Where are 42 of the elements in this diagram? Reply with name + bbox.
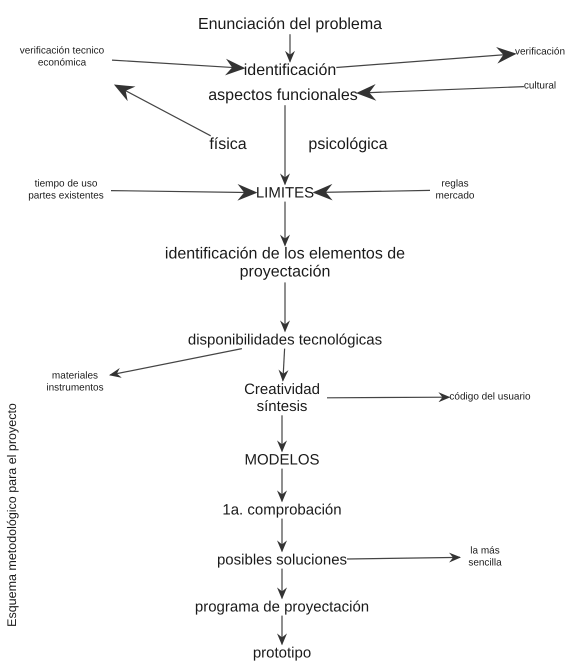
arrow [112, 58, 246, 76]
arrow [285, 34, 295, 63]
note-label: código del usuario [449, 391, 531, 403]
caption: Esquema metodológico para el proyecto [5, 403, 19, 627]
step-label: identificación [244, 62, 336, 80]
note-label: tiempo de uso partes existentes [27, 178, 105, 202]
step-label: disponibilidades tecnológicas [188, 331, 382, 349]
step-label: prototipo [252, 644, 312, 662]
note-label: cultural [524, 80, 556, 92]
step-label: LIMITES [256, 184, 314, 202]
arrow [347, 552, 461, 563]
note-label: verificación tecnico económica [18, 46, 106, 68]
arrow [114, 84, 211, 136]
step-label: Creatividad síntesis [243, 380, 321, 416]
note-label: reglas mercado [434, 178, 476, 202]
step-label: identificación de los elementos de proyectación [164, 246, 406, 282]
step-label: Enunciación del problema [198, 16, 382, 34]
arrow [312, 184, 430, 200]
arrow [111, 184, 258, 201]
arrow [280, 282, 290, 332]
arrow [277, 568, 287, 600]
arrow [280, 202, 290, 247]
arrow [277, 468, 287, 502]
step-label: posibles soluciones [216, 551, 348, 569]
step-label: MODELOS [244, 451, 320, 469]
arrow [327, 392, 450, 402]
step-label: 1a. comprobación [222, 501, 342, 519]
arrow [278, 348, 288, 382]
arrow [277, 616, 287, 646]
arrow [280, 105, 290, 186]
arrow [109, 348, 242, 378]
arrow [277, 518, 287, 552]
note-label: verificación [514, 46, 566, 58]
step-label: aspectos funcionales [208, 86, 358, 106]
step-label: psicológica [308, 136, 388, 154]
arrow [277, 415, 287, 452]
arrow [356, 84, 524, 101]
step-label: física [209, 136, 247, 154]
arrow [336, 46, 517, 68]
step-label: programa de proyectación [194, 598, 370, 616]
note-label: materiales instrumentos [45, 370, 105, 394]
note-label: la más sencilla [467, 546, 503, 568]
